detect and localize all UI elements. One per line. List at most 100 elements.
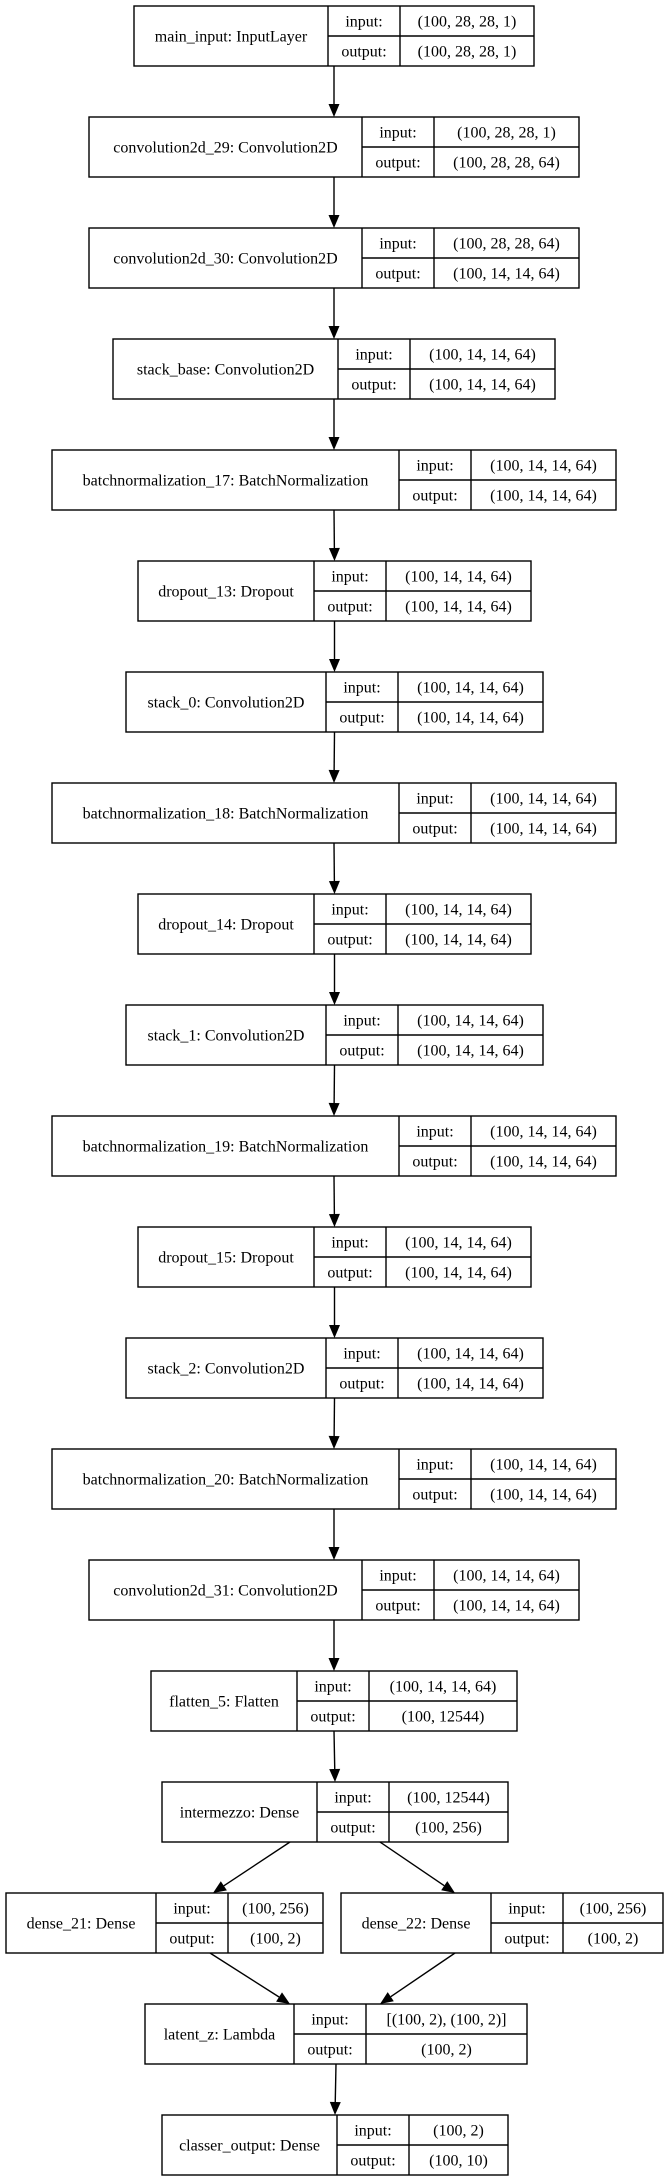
layer-name: stack_2: Convolution2D	[148, 1361, 305, 1378]
nodes-layer: main_input: InputLayer input: (100, 28, 28…	[5, 5, 664, 2176]
layer-node-batchnormalization_19: batchnormalization_19: BatchNormalizatio…	[51, 1115, 617, 1177]
edge-convolution2d_29-to-convolution2d_30	[328, 177, 340, 228]
output-shape: (100, 14, 14, 64)	[405, 932, 512, 949]
output-key: output:	[341, 44, 386, 61]
edge-dropout_15-to-stack_2	[329, 1287, 340, 1338]
layer-name: stack_0: Convolution2D	[148, 695, 305, 712]
input-key: input:	[331, 1235, 368, 1252]
layer-name: batchnormalization_17: BatchNormalizatio…	[83, 473, 369, 490]
output-shape: (100, 28, 28, 64)	[453, 155, 560, 172]
edge-convolution2d_30-to-stack_base	[328, 288, 340, 339]
layer-name: dropout_15: Dropout	[158, 1250, 294, 1267]
input-key: input:	[343, 680, 380, 697]
arrowhead-icon	[328, 1435, 340, 1449]
edge-line	[223, 1841, 291, 1887]
edge-stack_base-to-batchnormalization_17	[328, 399, 340, 450]
edge-line	[209, 1952, 280, 1998]
input-key: input:	[334, 1790, 371, 1807]
layer-name: batchnormalization_18: BatchNormalizatio…	[83, 806, 369, 823]
input-key: input:	[314, 1679, 351, 1696]
layer-name: stack_1: Convolution2D	[148, 1028, 305, 1045]
layer-node-dropout_15: dropout_15: Dropout input: (100, 14, 14, 6…	[137, 1226, 532, 1288]
edge-dropout_13-to-stack_0	[329, 621, 340, 672]
edge-stack_1-to-batchnormalization_19	[328, 1064, 340, 1116]
edge-stack_2-to-batchnormalization_20	[328, 1397, 340, 1449]
output-shape: (100, 14, 14, 64)	[453, 266, 560, 283]
input-shape: (100, 14, 14, 64)	[490, 791, 597, 808]
output-shape: (100, 14, 14, 64)	[453, 1598, 560, 1615]
output-shape: (100, 14, 14, 64)	[405, 599, 512, 616]
output-key: output:	[375, 266, 420, 283]
input-shape: (100, 14, 14, 64)	[453, 1568, 560, 1585]
input-shape: (100, 14, 14, 64)	[417, 680, 524, 697]
output-key: output:	[339, 710, 384, 727]
arrowhead-icon	[380, 1992, 394, 2004]
arrowhead-icon	[213, 1881, 227, 1893]
arrowhead-icon	[276, 1992, 290, 2004]
input-shape: (100, 14, 14, 64)	[417, 1013, 524, 1030]
layer-node-batchnormalization_17: batchnormalization_17: BatchNormalizatio…	[51, 449, 617, 511]
layer-name: main_input: InputLayer	[155, 29, 308, 46]
output-key: output:	[375, 1598, 420, 1615]
arrowhead-icon	[328, 1213, 340, 1227]
output-key: output:	[327, 1265, 372, 1282]
arrowhead-icon	[328, 1658, 340, 1671]
edge-flatten_5-to-intermezzo	[329, 1730, 341, 1782]
input-shape: (100, 14, 14, 64)	[490, 1457, 597, 1474]
layer-name: dense_21: Dense	[27, 1916, 136, 1933]
output-shape: (100, 12544)	[402, 1709, 485, 1726]
output-shape: (100, 14, 14, 64)	[490, 1154, 597, 1171]
input-shape: (100, 28, 28, 1)	[418, 14, 517, 31]
layer-node-dropout_13: dropout_13: Dropout input: (100, 14, 14, 6…	[137, 560, 532, 622]
output-key: output:	[339, 1043, 384, 1060]
arrowhead-icon	[328, 769, 340, 783]
output-shape: (100, 2)	[588, 1931, 639, 1948]
arrowhead-icon	[329, 659, 340, 672]
input-key: input:	[416, 1457, 453, 1474]
output-key: output:	[504, 1931, 549, 1948]
input-key: input:	[379, 236, 416, 253]
edge-dense_22-to-latent_z	[380, 1952, 456, 2004]
input-key: input:	[343, 1346, 380, 1363]
layer-name: flatten_5: Flatten	[169, 1694, 279, 1711]
layer-node-batchnormalization_18: batchnormalization_18: BatchNormalizatio…	[51, 782, 617, 844]
input-key: input:	[379, 1568, 416, 1585]
input-key: input:	[416, 791, 453, 808]
output-key: output:	[350, 2153, 395, 2170]
arrowhead-icon	[328, 880, 340, 894]
edge-dense_21-to-latent_z	[209, 1952, 290, 2004]
input-key: input:	[355, 347, 392, 364]
input-key: input:	[331, 569, 368, 586]
edge-convolution2d_31-to-flatten_5	[328, 1620, 340, 1671]
output-key: output:	[310, 1709, 355, 1726]
layer-node-batchnormalization_20: batchnormalization_20: BatchNormalizatio…	[51, 1448, 617, 1510]
input-key: input:	[173, 1901, 210, 1918]
layer-name: dropout_13: Dropout	[158, 584, 294, 601]
input-key: input:	[416, 458, 453, 475]
edge-line	[390, 1952, 456, 1998]
edge-intermezzo-to-dense_22	[379, 1841, 455, 1893]
layer-name: intermezzo: Dense	[180, 1805, 300, 1822]
input-key: input:	[416, 1124, 453, 1141]
edge-batchnormalization_19-to-dropout_15	[328, 1175, 340, 1227]
input-shape: (100, 14, 14, 64)	[405, 1235, 512, 1252]
layer-name: latent_z: Lambda	[164, 2027, 276, 2044]
layer-name: batchnormalization_20: BatchNormalizatio…	[83, 1472, 369, 1489]
input-shape: [(100, 2), (100, 2)]	[387, 2012, 507, 2029]
output-key: output:	[339, 1376, 384, 1393]
arrowhead-icon	[329, 1325, 340, 1338]
input-shape: (100, 14, 14, 64)	[490, 458, 597, 475]
output-key: output:	[327, 932, 372, 949]
output-key: output:	[307, 2042, 352, 2059]
arrowhead-icon	[441, 1881, 455, 1893]
input-shape: (100, 14, 14, 64)	[405, 569, 512, 586]
arrowhead-icon	[328, 326, 340, 339]
edge-dropout_14-to-stack_1	[329, 954, 340, 1005]
output-shape: (100, 10)	[429, 2153, 488, 2170]
layer-name: convolution2d_31: Convolution2D	[113, 1583, 337, 1600]
output-shape: (100, 14, 14, 64)	[429, 377, 536, 394]
